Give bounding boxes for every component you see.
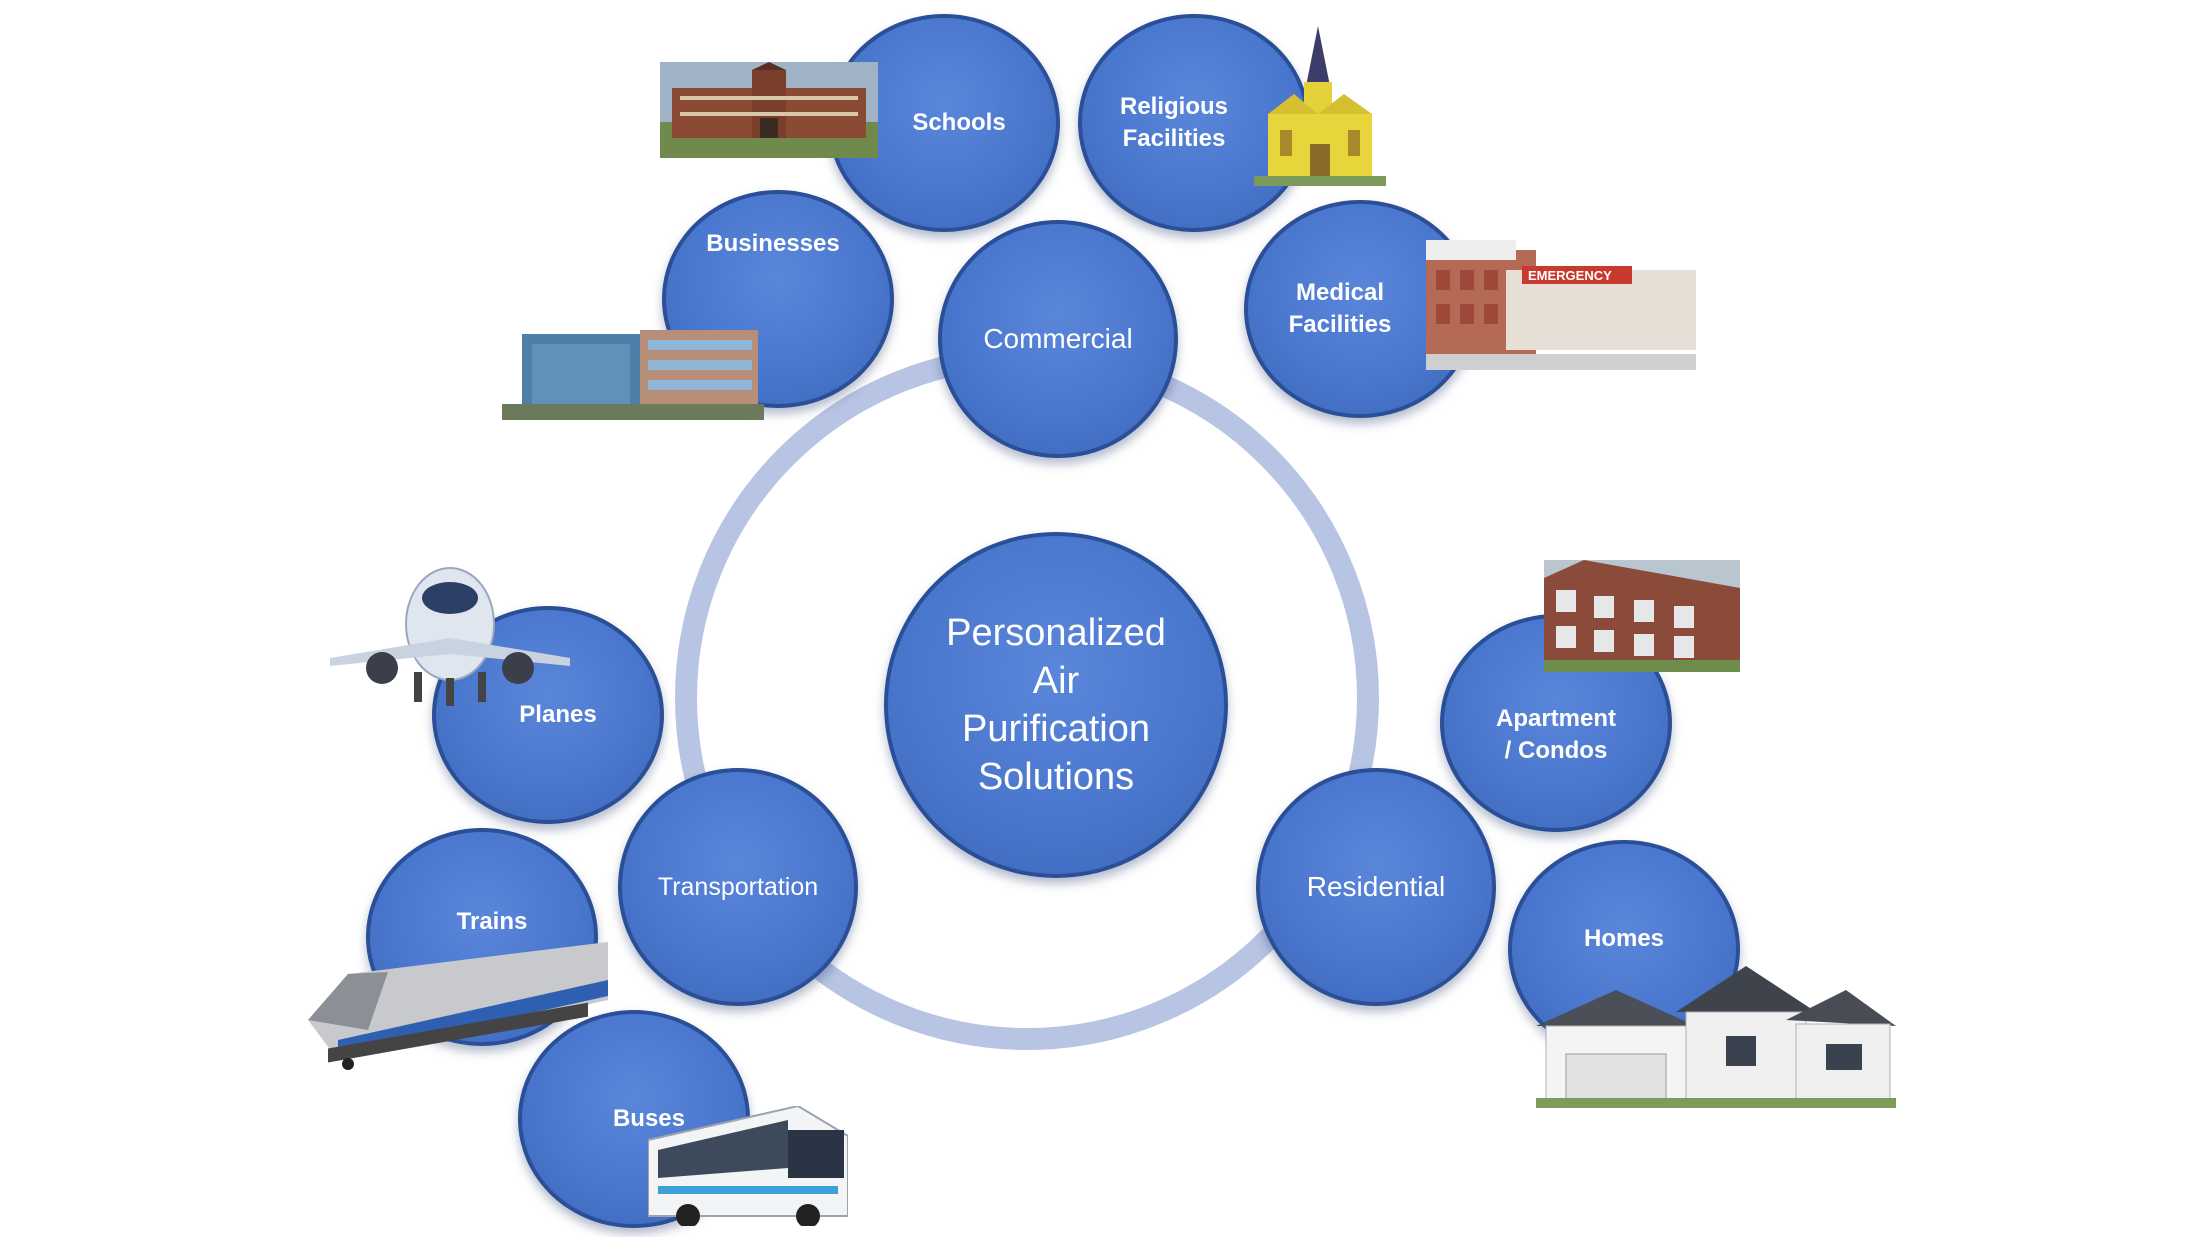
train-icon	[308, 942, 608, 1070]
bus-icon	[648, 1106, 848, 1226]
house-icon	[1536, 966, 1896, 1108]
residential-label: Residential	[1306, 871, 1446, 902]
svg-text:EMERGENCY: EMERGENCY	[1528, 268, 1612, 283]
center-circle: Personalized Air Purification Solutions	[884, 532, 1228, 878]
medical-facilities-circle: Medical Facilities	[1244, 200, 1476, 418]
airplane-icon	[330, 567, 570, 706]
commercial-label: Commercial	[983, 323, 1133, 354]
church-icon	[1254, 26, 1386, 186]
apartment-building-icon	[1544, 560, 1740, 672]
commercial-circle: Commercial	[938, 220, 1178, 458]
transportation-label: Transportation	[657, 873, 819, 901]
trains-label: Trains	[456, 908, 528, 935]
religious-facilities-label: Religious Facilities	[1119, 93, 1228, 152]
office-building-icon	[502, 330, 764, 420]
medical-facilities-label: Medical Facilities	[1288, 279, 1392, 338]
residential-circle: Residential	[1256, 768, 1496, 1006]
businesses-label: Businesses	[706, 230, 840, 257]
hospital-icon: EMERGENCY	[1426, 240, 1696, 370]
transportation-circle: Transportation	[618, 768, 858, 1006]
center-label: Personalized Air Purification Solutions	[946, 612, 1166, 798]
homes-label: Homes	[1583, 925, 1665, 952]
schools-label: Schools	[912, 109, 1006, 136]
planes-label: Planes	[519, 701, 597, 728]
schools-circle: Schools	[828, 14, 1060, 232]
school-building-icon	[660, 62, 878, 158]
buses-label: Buses	[612, 1105, 686, 1132]
apartments-label: Apartment / Condos	[1495, 705, 1616, 764]
